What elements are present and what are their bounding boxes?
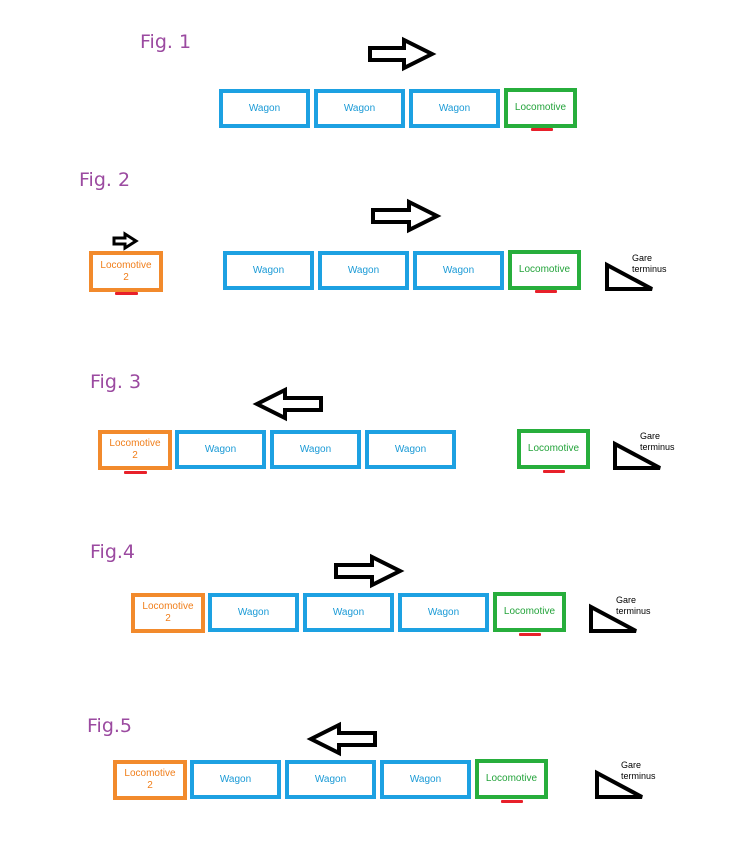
fig-3-locomotive-2-cab-marker xyxy=(124,471,147,474)
fig-4-title: Fig.4 xyxy=(90,541,136,563)
fig-4-wagon-3: Wagon xyxy=(398,593,489,632)
fig-2-wagon-2: Wagon xyxy=(318,251,409,290)
fig-3-gare-terminus-buffer-icon xyxy=(613,440,661,470)
fig-2-wagon-3: Wagon xyxy=(413,251,504,290)
fig-4-locomotive-cab-marker xyxy=(519,633,541,636)
fig-4-gare-terminus-label: Gare terminus xyxy=(616,595,651,616)
fig-5-locomotive-cab-marker xyxy=(501,800,523,803)
fig-2-gare-terminus-label: Gare terminus xyxy=(632,253,667,274)
fig-2-locomotive: Locomotive xyxy=(508,250,581,290)
fig-2-locomotive-cab-marker xyxy=(535,290,557,293)
fig-4-arrow-right-icon xyxy=(334,553,405,589)
fig-2-title: Fig. 2 xyxy=(79,169,131,191)
fig-4-wagon-2: Wagon xyxy=(303,593,394,632)
fig-2-wagon-1: Wagon xyxy=(223,251,314,290)
fig-5-wagon-3: Wagon xyxy=(380,760,471,799)
fig-5-wagon-1: Wagon xyxy=(190,760,281,799)
fig-2-arrow-right-icon xyxy=(371,198,442,234)
fig-1-title: Fig. 1 xyxy=(140,31,192,53)
fig-5-gare-terminus-buffer-icon xyxy=(595,769,643,799)
fig-2-gare-terminus-buffer-icon xyxy=(605,261,653,291)
fig-1-wagon-3: Wagon xyxy=(409,89,500,128)
fig-3-locomotive-2: Locomotive 2 xyxy=(98,430,172,470)
fig-1-arrow-right-icon xyxy=(368,36,437,72)
fig-3-wagon-3: Wagon xyxy=(365,430,456,469)
fig-3-arrow-left-icon xyxy=(252,386,323,422)
fig-2-locomotive-2-arrow-right-icon xyxy=(112,231,139,251)
fig-3-wagon-2: Wagon xyxy=(270,430,361,469)
fig-4-locomotive-2: Locomotive 2 xyxy=(131,593,205,633)
fig-1-wagon-2: Wagon xyxy=(314,89,405,128)
fig-4-gare-terminus-buffer-icon xyxy=(589,603,637,633)
fig-5-locomotive: Locomotive xyxy=(475,759,548,799)
fig-3-title: Fig. 3 xyxy=(90,371,142,393)
fig-4-wagon-1: Wagon xyxy=(208,593,299,632)
fig-2-locomotive-2: Locomotive 2 xyxy=(89,251,163,292)
fig-3-locomotive: Locomotive xyxy=(517,429,590,469)
fig-1-wagon-1: Wagon xyxy=(219,89,310,128)
fig-1-locomotive-cab-marker xyxy=(531,128,553,131)
fig-3-gare-terminus-label: Gare terminus xyxy=(640,431,675,452)
fig-4-locomotive: Locomotive xyxy=(493,592,566,632)
fig-2-locomotive-2-cab-marker xyxy=(115,292,138,295)
fig-5-gare-terminus-label: Gare terminus xyxy=(621,760,656,781)
fig-5-locomotive-2: Locomotive 2 xyxy=(113,760,187,800)
fig-3-locomotive-cab-marker xyxy=(543,470,565,473)
fig-5-arrow-left-icon xyxy=(306,721,377,757)
fig-5-title: Fig.5 xyxy=(87,715,133,737)
fig-3-wagon-1: Wagon xyxy=(175,430,266,469)
fig-1-locomotive: Locomotive xyxy=(504,88,577,128)
fig-5-wagon-2: Wagon xyxy=(285,760,376,799)
